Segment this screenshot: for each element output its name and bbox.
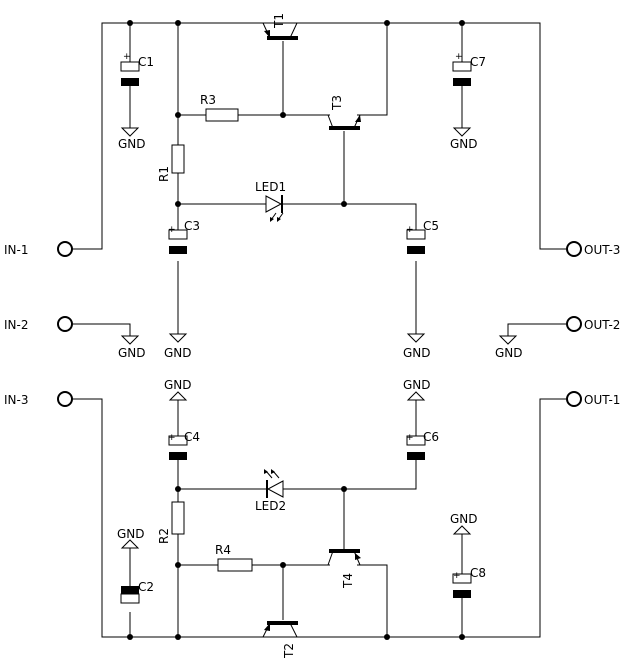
capacitor-c2: + C2 <box>120 580 154 604</box>
capacitor-label-c8: C8 <box>470 566 486 580</box>
terminal-label-out-3: OUT-3 <box>584 243 620 257</box>
ground-symbol: GND <box>450 512 478 535</box>
terminal-label-in-2: IN-2 <box>4 318 28 332</box>
terminal-out-2: OUT-2 <box>566 316 620 332</box>
resistor-r4: R4 <box>215 543 253 572</box>
ground-symbol: GND <box>495 335 523 360</box>
ground-label: GND <box>450 512 478 526</box>
ground-label: GND <box>118 346 146 360</box>
ground-symbol: GND <box>403 333 431 360</box>
capacitor-label-c7: C7 <box>470 55 486 69</box>
resistor-r1: R1 <box>157 144 185 182</box>
terminal-label-in-3: IN-3 <box>4 393 28 407</box>
ground-label: GND <box>118 137 146 151</box>
ground-symbol: GND <box>118 127 146 151</box>
capacitor-c8: + C8 <box>452 566 486 598</box>
polarity-mark: + <box>121 585 129 595</box>
capacitor-label-c2: C2 <box>138 580 154 594</box>
terminal-in-3: IN-3 <box>4 391 73 407</box>
led-label-led1: LED1 <box>255 180 286 194</box>
resistor-label-r1: R1 <box>157 166 171 182</box>
polarity-mark: + <box>168 225 176 235</box>
led-label-led2: LED2 <box>255 499 286 513</box>
led-led2: LED2 <box>255 469 286 513</box>
transistor-label-t3: T3 <box>330 95 344 111</box>
terminal-in-1: IN-1 <box>4 241 73 257</box>
capacitor-c6: + C6 <box>406 430 439 460</box>
transistor-label-t1: T1 <box>272 13 286 29</box>
ground-label: GND <box>495 346 523 360</box>
polarity-mark: + <box>406 433 414 443</box>
terminal-out-1: OUT-1 <box>566 391 620 407</box>
resistor-label-r3: R3 <box>200 93 216 107</box>
ground-symbol: GND <box>164 333 192 360</box>
ground-label: GND <box>403 346 431 360</box>
ground-label: GND <box>117 527 145 541</box>
ground-symbol: GND <box>403 378 431 401</box>
polarity-mark: + <box>406 225 414 235</box>
terminal-label-out-2: OUT-2 <box>584 318 620 332</box>
capacitor-c4: + C4 <box>168 430 200 460</box>
ground-label: GND <box>164 378 192 392</box>
terminal-label-out-1: OUT-1 <box>584 393 620 407</box>
polarity-mark: + <box>453 571 461 581</box>
capacitor-label-c6: C6 <box>423 430 439 444</box>
ground-symbol: GND <box>164 378 192 401</box>
capacitor-c3: + C3 <box>168 219 200 254</box>
capacitor-label-c4: C4 <box>184 430 200 444</box>
transistor-t3: T3 <box>327 95 361 130</box>
resistor-r3: R3 <box>200 93 239 122</box>
transistor-t2: T2 <box>262 621 298 659</box>
ground-label: GND <box>450 137 478 151</box>
terminal-in-2: IN-2 <box>4 316 73 332</box>
resistor-label-r4: R4 <box>215 543 231 557</box>
transistor-t4: T4 <box>327 549 361 589</box>
ground-symbol: GND <box>450 127 478 151</box>
capacitor-label-c1: C1 <box>138 55 154 69</box>
capacitor-c1: + C1 <box>120 52 154 86</box>
ground-label: GND <box>403 378 431 392</box>
ground-label: GND <box>164 346 192 360</box>
terminal-out-3: OUT-3 <box>566 241 620 257</box>
transistor-t1: T1 <box>262 13 298 40</box>
polarity-mark: + <box>168 433 176 443</box>
terminal-label-in-1: IN-1 <box>4 243 28 257</box>
polarity-mark: + <box>455 52 463 62</box>
ground-symbol: GND <box>118 335 146 360</box>
transistor-label-t4: T4 <box>341 573 355 589</box>
resistor-r2: R2 <box>157 501 185 544</box>
capacitor-c5: + C5 <box>406 219 439 254</box>
resistor-label-r2: R2 <box>157 528 171 544</box>
ground-symbol: GND <box>117 527 145 549</box>
capacitor-label-c3: C3 <box>184 219 200 233</box>
transistor-label-t2: T2 <box>282 643 296 659</box>
capacitor-label-c5: C5 <box>423 219 439 233</box>
capacitor-c7: + C7 <box>452 52 486 86</box>
led-led1: LED1 <box>255 180 286 222</box>
polarity-mark: + <box>123 52 131 62</box>
junction-dots <box>127 20 465 640</box>
wires <box>72 22 566 638</box>
